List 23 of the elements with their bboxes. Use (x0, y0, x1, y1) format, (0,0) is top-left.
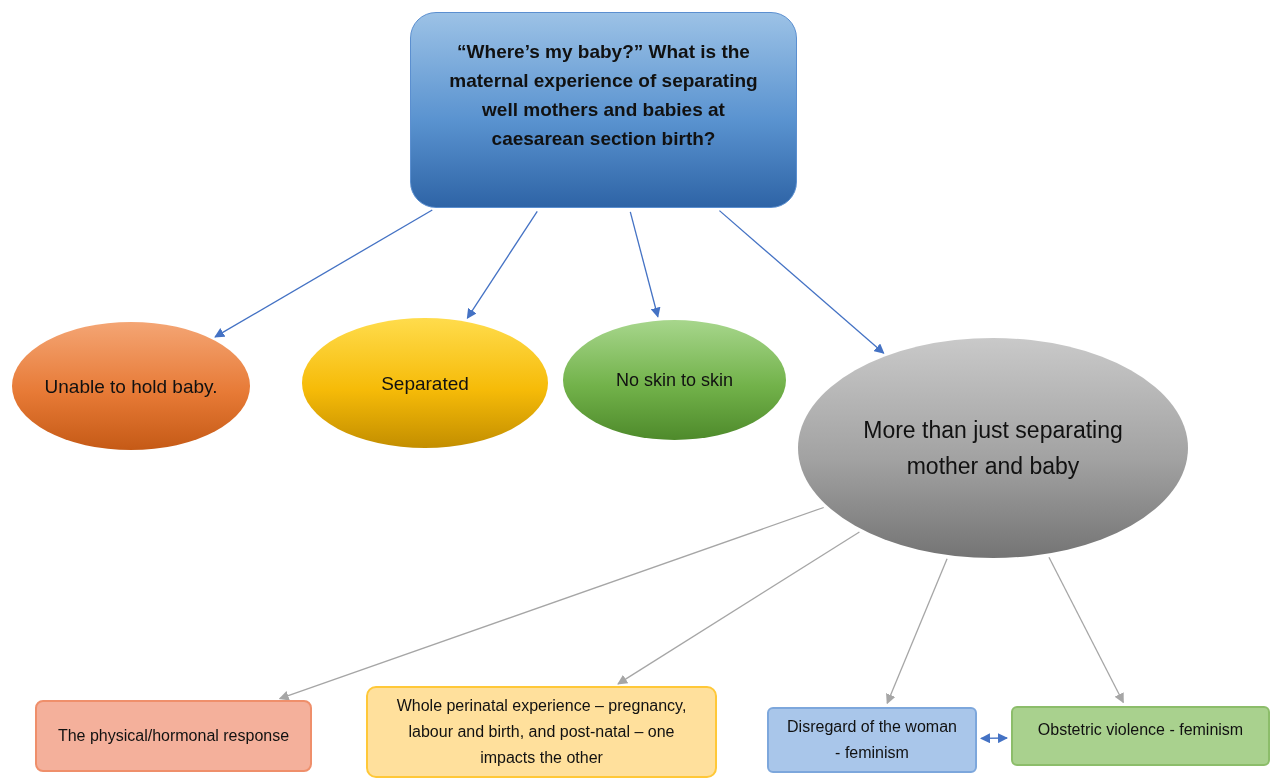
arrow (1048, 556, 1124, 704)
subtheme-box (35, 700, 312, 772)
subtheme-box (767, 707, 977, 773)
node-text: The physical/hormonal response (57, 726, 290, 746)
arrow (980, 733, 1008, 744)
node-text: Disregard of the woman - feminism (786, 717, 958, 763)
arrow (886, 558, 948, 705)
node-text: Whole perinatal experience – pregnancy, labour and birth, and post-natal – one impacts the other (395, 696, 688, 768)
node-text: More than just separating mother and baby (862, 416, 1124, 481)
node-text: No skin to skin (615, 368, 733, 392)
arrow (466, 210, 538, 320)
node-text: Unable to hold baby. (44, 374, 218, 399)
arrow (629, 211, 661, 318)
node-text: Separated (381, 371, 469, 396)
arrow (718, 209, 885, 354)
arrow (278, 506, 825, 701)
question-box (410, 12, 797, 208)
node-text: Obstetric violence - feminism (1037, 720, 1244, 740)
subtheme-box (1011, 706, 1270, 766)
subtheme-box (366, 686, 717, 778)
arrow (214, 209, 433, 338)
node-text: “Where’s my baby?” What is the maternal experience of separating well mothers and babies at caesarean section birth? (448, 40, 759, 151)
arrow (617, 531, 861, 685)
